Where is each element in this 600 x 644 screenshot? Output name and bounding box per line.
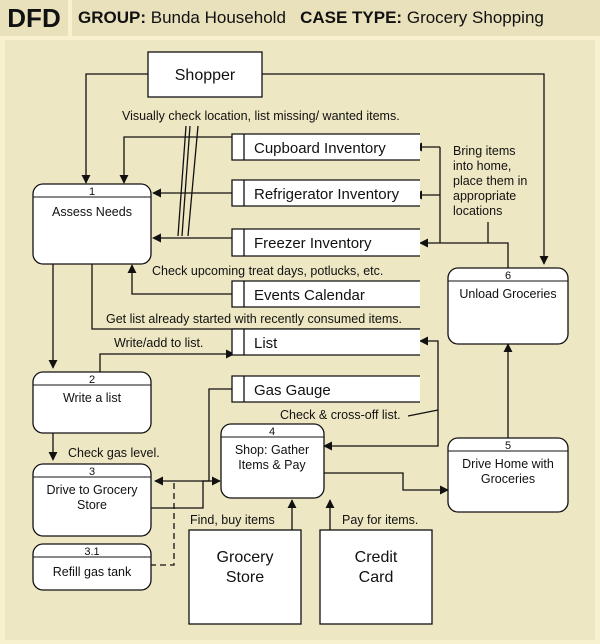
flow-visual-check-line-3 [187,125,199,237]
flow-visual-check-line-2 [181,125,191,237]
store-list-label: List [254,335,278,352]
flow-visual-check-line-1 [177,125,187,237]
group-value: Bunda Household [150,8,286,27]
flow-label-get-list: Get list already started with recently c… [106,312,402,326]
flow-lines [48,73,549,566]
process-3-drive-to-store: 3 Drive to Grocery Store [32,463,152,537]
flow-events-to-assess [127,264,232,295]
flow-label-treat-days: Check upcoming treat days, potlucks, etc… [152,264,383,278]
flow-label-find-buy: Find, buy items [190,513,275,527]
flow-check-cross-leader [407,409,439,417]
flow-label-bring-items-4: appropriate [453,189,516,203]
flow-label-write-add: Write/add to list. [114,336,203,350]
process-3-1-label: Refill gas tank [53,565,132,579]
flow-label-bring-items-5: locations [453,204,502,218]
flow-label-bring-items-3: place them in [453,174,527,188]
process-3-label-1: Drive to Grocery [47,483,139,497]
flow-label-pay: Pay for items. [342,513,418,527]
store-cupboard-label: Cupboard Inventory [254,140,386,157]
store-list: List [231,328,420,356]
flow-label-check-cross: Check & cross-off list. [280,408,401,422]
process-3-1-number: 3.1 [84,546,99,558]
store-events-label: Events Calendar [254,287,365,304]
flow-write-to-list [99,349,235,372]
flow-shopper-to-assess [81,73,148,184]
process-3-label-2: Store [77,498,107,512]
flow-unload-to-freezer [419,238,509,268]
store-gas-gauge: Gas Gauge [231,375,420,403]
flow-gas-to-drive [154,388,232,486]
entity-credit-card-label-1: Credit [355,549,398,566]
process-4-shop: 4 Shop: Gather Items & Pay [220,423,325,499]
process-4-number: 4 [269,426,275,438]
case-type-label: CASE TYPE: [300,8,403,27]
process-2-label: Write a list [63,391,122,405]
process-2-number: 2 [89,374,95,386]
process-6-label: Unload Groceries [459,287,556,301]
entity-credit-card-label-2: Card [359,569,394,586]
process-4-label-1: Shop: Gather [235,443,309,457]
header-info: GROUP: Bunda Household CASE TYPE: Grocer… [72,0,600,36]
flow-label-bring-items-1: Bring items [453,144,516,158]
flow-label-bring-items: Bring items into home, place them in app… [453,144,527,218]
flow-shopper-to-unload [262,73,549,265]
flow-drive-to-shop [150,476,221,509]
process-2-write-list: 2 Write a list [32,371,152,434]
flow-cupboard-to-assess [119,136,232,184]
process-5-label-1: Drive Home with [462,457,554,471]
entity-grocery-store-label-1: Grocery [217,549,274,566]
process-5-label-2: Groceries [481,472,535,486]
diagram-type-label: DFD [0,0,68,36]
flow-refill-dashed-link [150,480,175,566]
group-label: GROUP: [78,8,146,27]
process-1-number: 1 [89,186,95,198]
store-freezer-label: Freezer Inventory [254,235,372,252]
process-4-label-2: Items & Pay [238,458,306,472]
entity-credit-card: Credit Card [319,529,433,625]
process-6-number: 6 [505,270,511,282]
store-events-calendar: Events Calendar [231,280,420,308]
process-3-number: 3 [89,466,95,478]
process-6-unload: 6 Unload Groceries [447,267,569,345]
flow-label-bring-items-2: into home, [453,159,511,173]
process-1-label: Assess Needs [52,205,132,219]
flow-label-visual-check: Visually check location, list missing/ w… [122,109,400,123]
process-5-number: 5 [505,440,511,452]
case-type-value: Grocery Shopping [406,8,544,27]
entity-grocery-store: Grocery Store [188,529,302,625]
entity-grocery-store-label-2: Store [226,569,264,586]
store-refrigerator-label: Refrigerator Inventory [254,186,400,203]
flow-shop-list [323,336,439,451]
process-3-1-refill-gas: 3.1 Refill gas tank [32,543,152,591]
process-5-drive-home: 5 Drive Home with Groceries [447,437,569,513]
store-refrigerator-inventory: Refrigerator Inventory [231,179,420,207]
store-freezer-inventory: Freezer Inventory [231,228,420,257]
store-cupboard-inventory: Cupboard Inventory [231,133,420,161]
store-gas-label: Gas Gauge [254,382,331,399]
entity-shopper-label: Shopper [175,67,236,84]
process-1-assess-needs: 1 Assess Needs [32,183,152,265]
flow-label-check-gas: Check gas level. [68,446,160,460]
flow-shop-to-drive-home [324,472,449,495]
entity-shopper: Shopper [147,51,263,98]
